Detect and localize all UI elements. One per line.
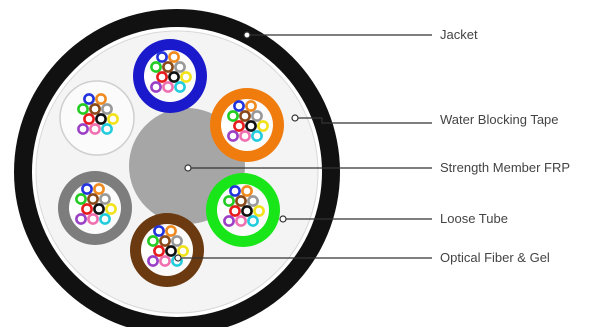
loose-tube-green: [206, 173, 280, 247]
optical-fiber: [247, 215, 259, 227]
optical-fiber: [235, 215, 247, 227]
label-water-blocking-tape: Water Blocking Tape: [440, 112, 559, 127]
optical-fiber: [223, 215, 235, 227]
label-optical-fiber: Optical Fiber & Gel: [440, 250, 550, 265]
optical-fiber: [101, 103, 113, 115]
loose-tube-orange: [210, 88, 284, 162]
optical-fiber: [77, 103, 89, 115]
optical-fiber: [105, 203, 117, 215]
optical-fiber: [159, 235, 171, 247]
optical-fiber: [153, 225, 165, 237]
optical-fiber: [141, 245, 153, 257]
optical-fiber: [93, 203, 105, 215]
optical-fiber: [251, 110, 263, 122]
optical-fiber: [217, 205, 229, 217]
optical-fiber: [174, 61, 186, 73]
optical-fiber: [89, 123, 101, 135]
optical-fiber: [257, 120, 269, 132]
optical-fiber: [247, 195, 259, 207]
optical-fiber: [81, 203, 93, 215]
optical-fiber: [165, 245, 177, 257]
optical-fiber: [241, 205, 253, 217]
optical-fiber: [227, 110, 239, 122]
leader-dot: [174, 254, 182, 262]
loose-tube-grey: [58, 171, 132, 245]
optical-fiber: [147, 255, 159, 267]
optical-fiber: [245, 100, 257, 112]
optical-fiber: [107, 113, 119, 125]
optical-fiber: [162, 81, 174, 93]
label-loose-tube: Loose Tube: [440, 211, 508, 226]
optical-fiber: [81, 183, 93, 195]
optical-fiber: [174, 81, 186, 93]
loose-tube-white: [59, 80, 135, 156]
optical-fiber: [171, 235, 183, 247]
optical-fiber: [165, 225, 177, 237]
optical-fiber: [83, 113, 95, 125]
optical-fiber: [99, 193, 111, 205]
loose-tube-brown: [130, 213, 204, 287]
leader-dot: [279, 215, 287, 223]
optical-fiber: [147, 235, 159, 247]
optical-fiber: [162, 61, 174, 73]
leader-dot: [291, 114, 299, 122]
optical-fiber: [235, 195, 247, 207]
optical-fiber: [75, 193, 87, 205]
optical-fiber: [239, 110, 251, 122]
optical-fiber: [177, 245, 189, 257]
optical-fiber: [229, 205, 241, 217]
optical-fiber: [229, 185, 241, 197]
optical-fiber: [168, 71, 180, 83]
loose-tube-blue: [133, 39, 207, 113]
optical-fiber: [69, 203, 81, 215]
leader-dot: [184, 164, 192, 172]
optical-fiber: [223, 195, 235, 207]
optical-fiber: [89, 103, 101, 115]
optical-fiber: [239, 130, 251, 142]
optical-fiber: [251, 130, 263, 142]
optical-fiber: [159, 255, 171, 267]
leader-dot: [243, 31, 251, 39]
optical-fiber: [87, 213, 99, 225]
optical-fiber: [144, 71, 156, 83]
leader-water-blocking: [295, 117, 432, 124]
optical-fiber: [241, 185, 253, 197]
optical-fiber: [221, 120, 233, 132]
label-jacket: Jacket: [440, 27, 478, 42]
optical-fiber: [93, 183, 105, 195]
optical-fiber: [83, 93, 95, 105]
optical-fiber: [95, 93, 107, 105]
optical-fiber: [253, 205, 265, 217]
label-strength-member: Strength Member FRP: [440, 160, 571, 175]
optical-fiber: [77, 123, 89, 135]
optical-fiber: [99, 213, 111, 225]
optical-fiber: [180, 71, 192, 83]
optical-fiber: [87, 193, 99, 205]
optical-fiber: [101, 123, 113, 135]
optical-fiber: [150, 61, 162, 73]
optical-fiber: [233, 100, 245, 112]
optical-fiber: [95, 113, 107, 125]
optical-fiber: [233, 120, 245, 132]
optical-fiber: [150, 81, 162, 93]
optical-fiber: [153, 245, 165, 257]
optical-fiber: [156, 71, 168, 83]
optical-fiber: [75, 213, 87, 225]
optical-fiber: [156, 51, 168, 63]
optical-fiber: [168, 51, 180, 63]
optical-fiber: [227, 130, 239, 142]
optical-fiber: [71, 113, 83, 125]
optical-fiber: [245, 120, 257, 132]
